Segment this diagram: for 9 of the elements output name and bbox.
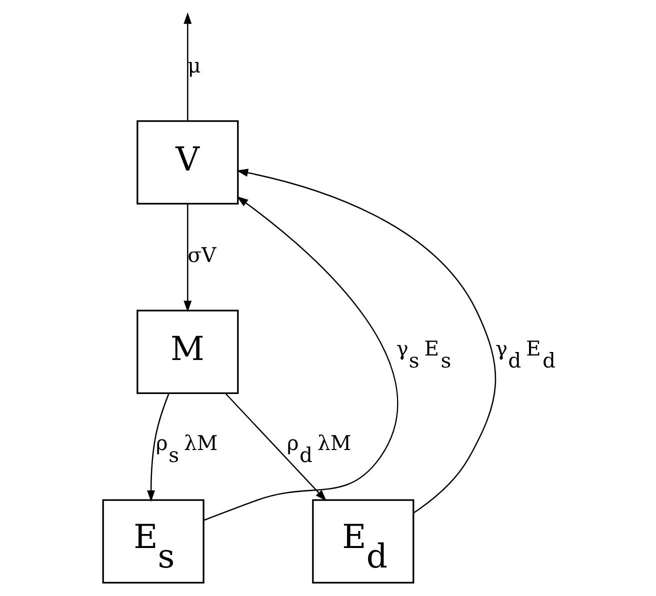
arrow	[202, 196, 398, 521]
arrow	[236, 168, 496, 514]
arrow	[224, 392, 326, 502]
node-box: V	[136, 120, 238, 205]
arrow	[183, 12, 192, 121]
edge-label: σV	[187, 242, 216, 267]
arrow	[146, 393, 169, 502]
arrow	[183, 204, 192, 312]
node-box: M	[136, 310, 238, 394]
